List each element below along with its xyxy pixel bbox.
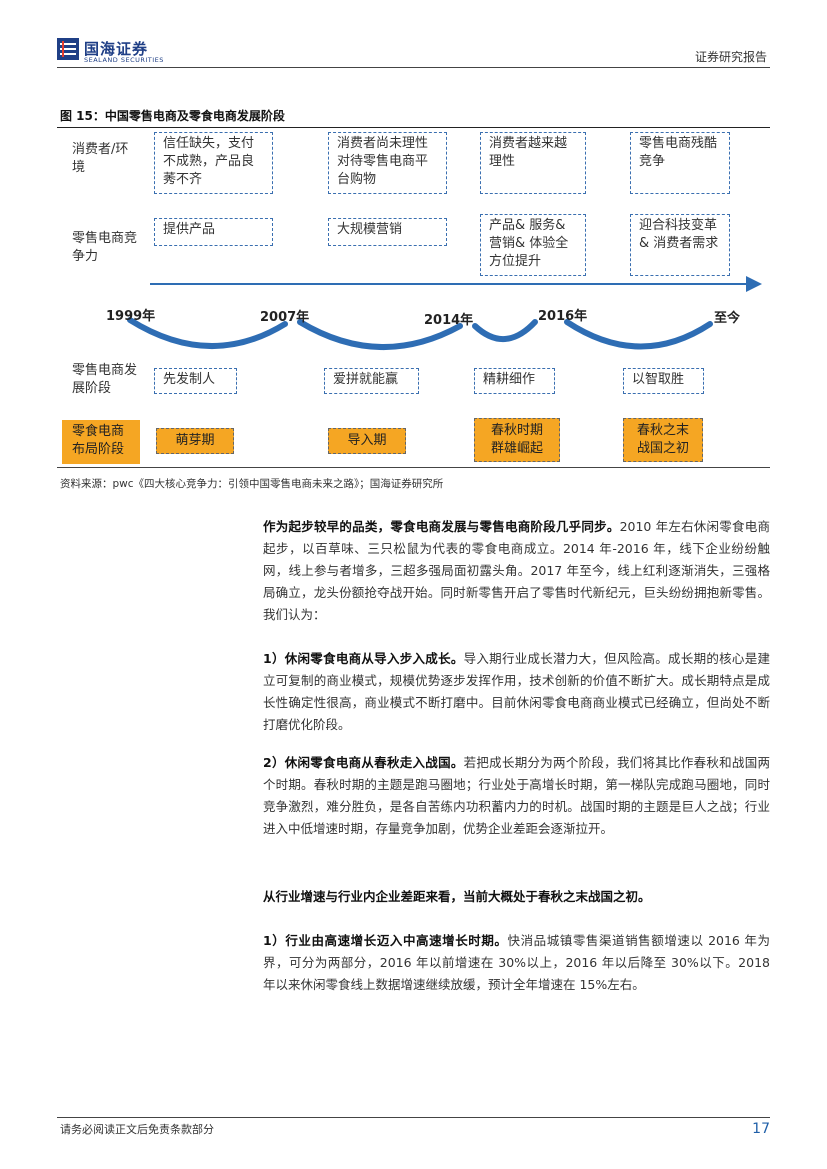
- year-label: 1999年: [106, 309, 156, 324]
- consumer-box: 零售电商残酷竞争: [630, 132, 730, 194]
- year-label: 2016年: [538, 309, 588, 324]
- paragraph-2: 1）休闲零食电商从导入步入成长。导入期行业成长潜力大，但风险高。成长期的核心是建…: [263, 648, 770, 736]
- row-label-snack-stage: 零食电商布局阶段: [62, 420, 140, 464]
- footer-divider: [57, 1117, 770, 1118]
- year-label: 2007年: [260, 310, 310, 325]
- competitiveness-box: 大规模营销: [328, 218, 447, 246]
- paragraph-5: 1）行业由高速增长迈入中高速增长时期。快消品城镇零售渠道销售额增速以 2016 …: [263, 930, 770, 996]
- paragraph-2-lead: 1）休闲零食电商从导入步入成长。: [263, 651, 464, 666]
- paragraph-3-text: 若把成长期分为两个阶段，我们将其比作春秋和战国两个时期。春秋时期的主题是跑马圈地…: [263, 755, 770, 836]
- paragraph-4-lead: 从行业增速与行业内企业差距来看，当前大概处于春秋之末战国之初。: [263, 889, 651, 904]
- snack-stage-box: 导入期: [328, 428, 406, 454]
- retail-stage-box: 精耕细作: [474, 368, 555, 394]
- logo-text-cn: 国海证券: [84, 40, 149, 58]
- competitiveness-box: 产品& 服务& 营销& 体验全方位提升: [480, 214, 586, 276]
- footer-disclaimer: 请务必阅读正文后免责条款部分: [60, 1123, 214, 1136]
- report-type-label: 证券研究报告: [694, 50, 767, 64]
- figure-source: 资料来源：pwc《四大核心竞争力：引领中国零售电商未来之路》；国海证券研究所: [60, 478, 444, 490]
- row-label-competitiveness: 零售电商竞争力: [72, 231, 138, 264]
- row-label-consumer: 消费者/环境: [72, 142, 129, 175]
- paragraph-4: 从行业增速与行业内企业差距来看，当前大概处于春秋之末战国之初。: [263, 886, 770, 908]
- retail-stage-box: 先发制人: [154, 368, 237, 394]
- paragraph-3: 2）休闲零食电商从春秋走入战国。若把成长期分为两个阶段，我们将其比作春秋和战国两…: [263, 752, 770, 840]
- paragraph-3-lead: 2）休闲零食电商从春秋走入战国。: [263, 755, 464, 770]
- retail-stage-box: 以智取胜: [623, 368, 704, 394]
- row-label-retail-stage: 零售电商发展阶段: [72, 363, 138, 396]
- paragraph-2-text: 导入期行业成长潜力大，但风险高。成长期的核心是建立可复制的商业模式，规模优势逐步…: [263, 651, 770, 732]
- snack-stage-box: 萌芽期: [156, 428, 234, 454]
- page-number: 17: [752, 1121, 770, 1137]
- paragraph-1: 作为起步较早的品类，零食电商发展与零售电商阶段几乎同步。2010 年左右休闲零食…: [263, 516, 770, 626]
- competitiveness-box: 提供产品: [154, 218, 273, 246]
- retail-stage-box: 爱拼就能赢: [324, 368, 419, 394]
- figure-top-rule: [57, 127, 770, 128]
- snack-stage-box: 春秋之末 战国之初: [623, 418, 703, 462]
- year-label: 至今: [714, 311, 741, 326]
- consumer-box: 消费者尚未理性对待零售电商平台购物: [328, 132, 447, 194]
- paragraph-1-lead: 作为起步较早的品类，零食电商发展与零售电商阶段几乎同步。: [263, 519, 620, 534]
- paragraph-5-lead: 1）行业由高速增长迈入中高速增长时期。: [263, 933, 508, 948]
- consumer-box: 信任缺失，支付不成熟，产品良莠不齐: [154, 132, 273, 194]
- header-divider: [57, 67, 770, 68]
- paragraph-1-text: 2010 年左右休闲零食电商起步，以百草味、三只松鼠为代表的零食电商成立。201…: [263, 519, 770, 622]
- logo-text-en: SEALAND SECURITIES: [84, 56, 164, 64]
- paragraph-5-text: 快消品城镇零售渠道销售额增速以 2016 年为界，可分为两部分，2016 年以前…: [263, 933, 770, 992]
- year-label: 2014年: [424, 313, 474, 328]
- figure-title: 图 15：中国零售电商及零食电商发展阶段: [60, 109, 285, 123]
- figure-bottom-rule: [57, 467, 770, 468]
- consumer-box: 消费者越来越理性: [480, 132, 586, 194]
- sealand-logo-icon: [57, 38, 79, 60]
- timeline-arrow: [127, 276, 762, 350]
- competitiveness-box: 迎合科技变革& 消费者需求: [630, 214, 730, 276]
- snack-stage-box: 春秋时期 群雄崛起: [474, 418, 560, 462]
